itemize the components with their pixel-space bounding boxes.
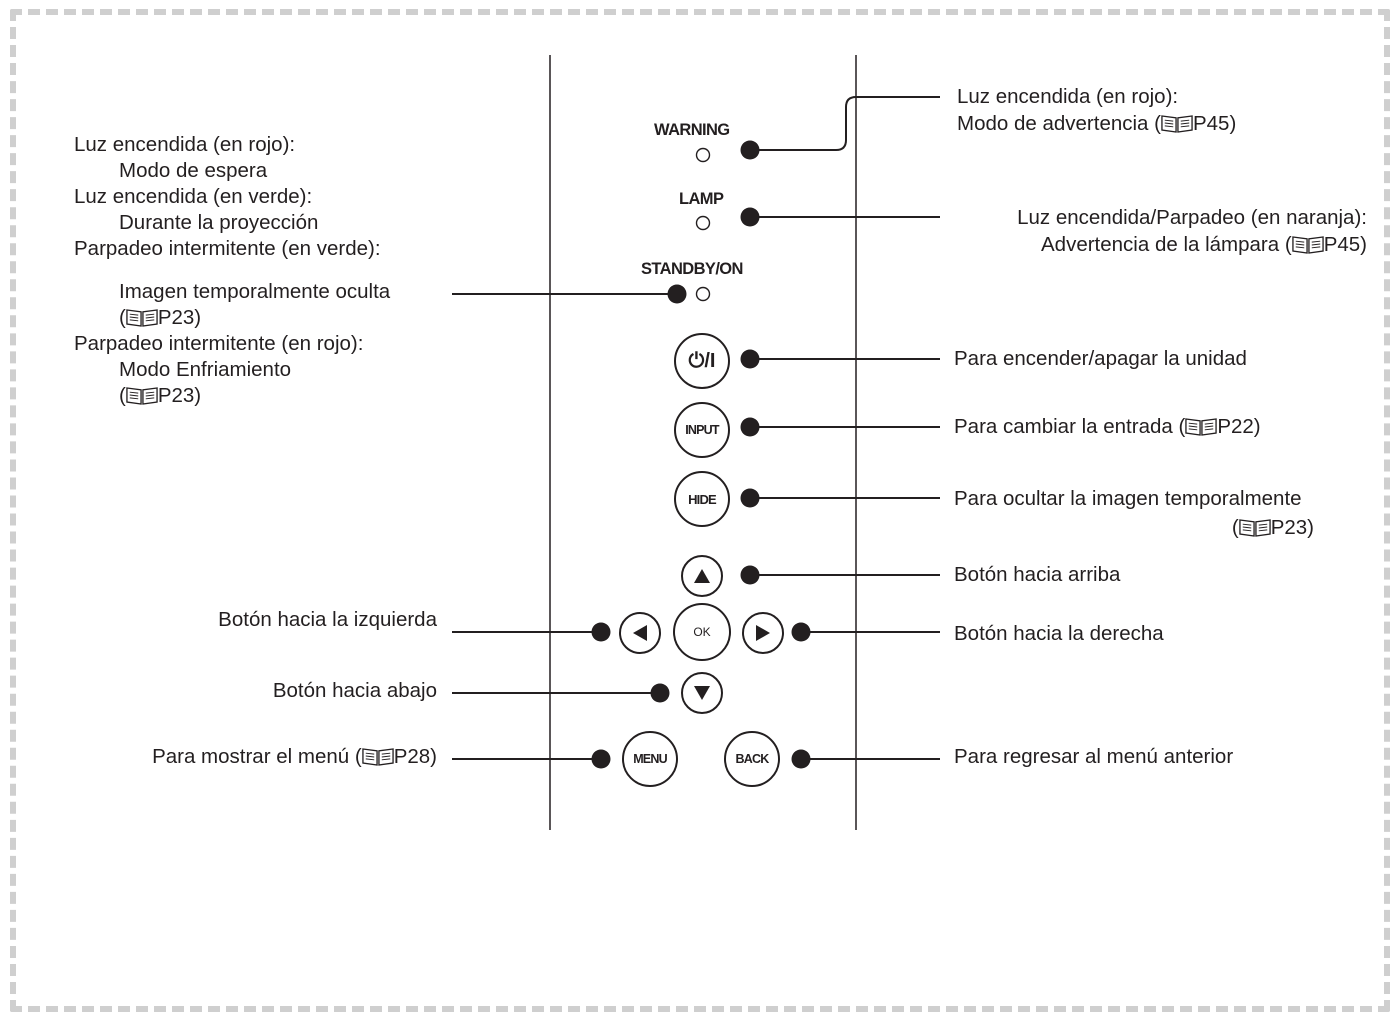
page-ref: P23) — [157, 306, 202, 329]
open-book-icon — [362, 747, 394, 766]
open-paren: ( — [119, 384, 126, 407]
warning-desc-line-1: Luz encendida (en rojo): — [957, 85, 1179, 108]
warning-desc-text: Modo de advertencia ( — [957, 112, 1161, 135]
dashed-border — [10, 9, 1390, 1012]
open-book-icon — [1185, 417, 1217, 436]
standby-led — [695, 286, 711, 302]
lamp-indicator-label: LAMP — [679, 190, 724, 208]
hide-desc-line-1: Para ocultar la imagen temporalmente — [954, 487, 1302, 510]
power-desc: Para encender/apagar la unidad — [954, 347, 1247, 370]
back-button[interactable]: BACK — [724, 731, 780, 787]
standby-desc-line-3: Luz encendida (en verde): — [74, 185, 313, 208]
standby-desc-line-10: ( P23) — [119, 384, 201, 408]
callout-dot — [740, 349, 760, 369]
warning-led — [695, 147, 711, 163]
standby-desc-line-9: Modo Enfriamiento — [119, 358, 292, 381]
input-button[interactable]: INPUT — [674, 402, 730, 458]
lamp-led — [695, 215, 711, 231]
open-book-icon — [1292, 235, 1324, 254]
standby-desc-line-2: Modo de espera — [119, 159, 268, 182]
warning-desc-line-2: Modo de advertencia ( P45) — [957, 112, 1236, 136]
up-arrow-button[interactable] — [681, 555, 723, 597]
down-button-label: Botón hacia abajo — [272, 679, 437, 702]
standby-indicator-label: STANDBY/ON — [641, 260, 743, 278]
lamp-desc-text: Advertencia de la lámpara ( — [1041, 233, 1292, 256]
triangle-right-icon — [756, 625, 770, 641]
open-book-icon — [1161, 114, 1193, 133]
open-book-icon — [1239, 518, 1271, 537]
open-paren: ( — [1231, 516, 1239, 539]
page-ref: P23) — [1270, 516, 1314, 539]
standby-desc-line-8: Parpadeo intermitente (en rojo): — [74, 332, 364, 355]
right-arrow-button[interactable] — [742, 612, 784, 654]
back-desc: Para regresar al menú anterior — [954, 745, 1234, 768]
page-ref: P45) — [1192, 112, 1237, 135]
standby-desc-line-5: Parpadeo intermitente (en verde): — [74, 237, 381, 260]
callout-dot — [740, 488, 760, 508]
open-book-icon — [126, 386, 158, 405]
callout-dot — [650, 683, 670, 703]
triangle-up-icon — [694, 569, 710, 583]
callout-dot — [591, 749, 611, 769]
triangle-down-icon — [694, 686, 710, 700]
input-desc: Para cambiar la entrada ( P22) — [954, 415, 1261, 439]
callout-dot — [740, 140, 760, 160]
callout-dot — [791, 622, 811, 642]
input-desc-text: Para cambiar la entrada ( — [954, 415, 1186, 438]
callout-dot — [740, 207, 760, 227]
standby-desc-line-7: ( P23) — [119, 306, 201, 330]
warning-indicator-label: WARNING — [654, 121, 730, 139]
down-arrow-button[interactable] — [681, 672, 723, 714]
lamp-desc-line-2: Advertencia de la lámpara ( P45) — [1041, 233, 1367, 257]
callout-dot — [667, 284, 687, 304]
triangle-left-icon — [633, 625, 647, 641]
callout-dot — [791, 749, 811, 769]
menu-button[interactable]: MENU — [622, 731, 678, 787]
standby-desc-line-4: Durante la proyección — [119, 211, 319, 234]
open-book-icon — [126, 308, 158, 327]
left-button-label: Botón hacia la izquierda — [218, 608, 437, 631]
page-ref: P22) — [1217, 415, 1261, 438]
standby-desc-line-1: Luz encendida (en rojo): — [74, 133, 296, 156]
left-arrow-button[interactable] — [619, 612, 661, 654]
page-ref: P28) — [393, 745, 437, 768]
standby-desc-line-6: Imagen temporalmente oculta — [119, 280, 391, 303]
page-ref: P23) — [157, 384, 202, 407]
menu-label: Para mostrar el menú ( P28) — [152, 745, 437, 769]
hide-button[interactable]: HIDE — [674, 471, 730, 527]
callout-dot — [740, 417, 760, 437]
callout-dot — [591, 622, 611, 642]
right-button-desc: Botón hacia la derecha — [954, 622, 1164, 645]
lamp-desc-line-1: Luz encendida/Parpadeo (en naranja): — [1017, 206, 1367, 229]
callout-dot — [740, 565, 760, 585]
menu-label-text: Para mostrar el menú ( — [152, 745, 362, 768]
hide-desc-line-2: ( P23) — [1232, 516, 1314, 540]
ok-button[interactable]: OK — [673, 603, 731, 661]
up-button-desc: Botón hacia arriba — [954, 563, 1121, 586]
power-button[interactable]: ⏻/I — [674, 333, 730, 389]
open-paren: ( — [119, 306, 126, 329]
page-ref: P45) — [1323, 233, 1367, 256]
